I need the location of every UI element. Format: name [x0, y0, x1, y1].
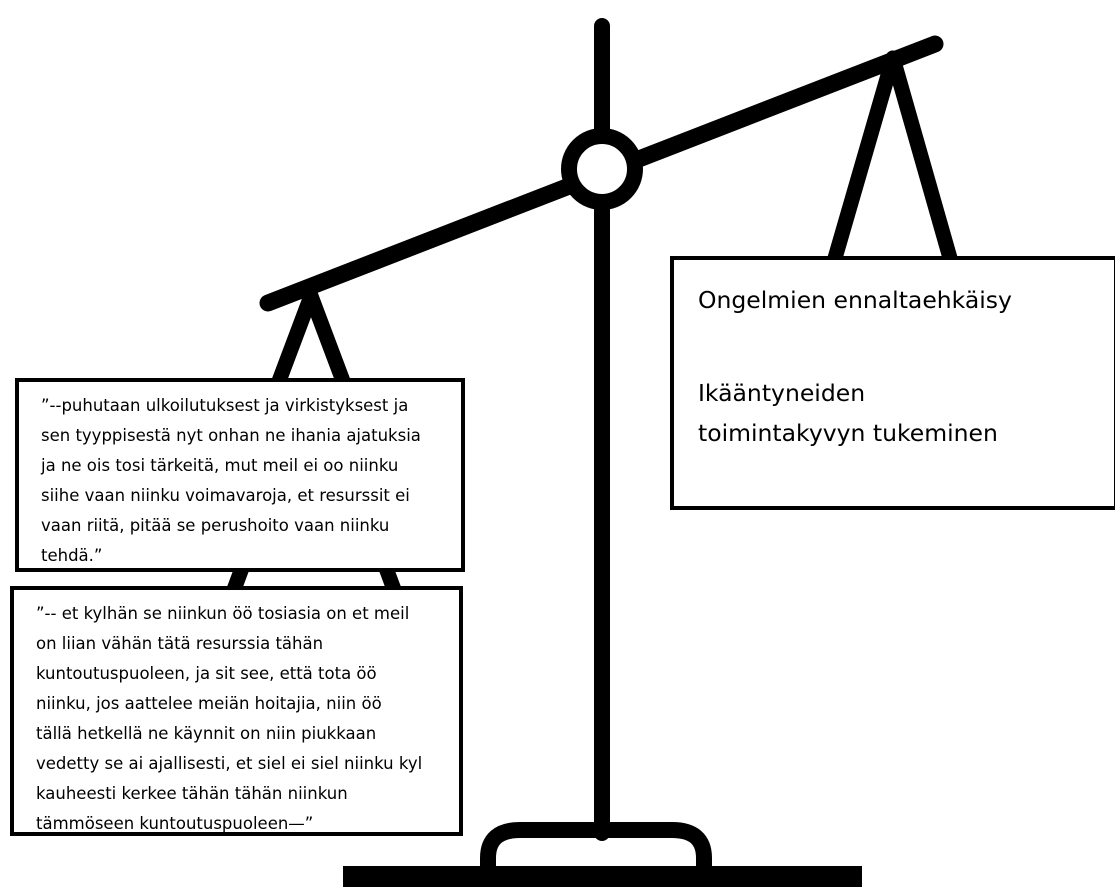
goal-prevention-text: Ongelmien ennaltaehkäisy	[698, 286, 1012, 314]
goal-functional-ability-text: Ikääntyneiden toimintakyvyn tukeminen	[698, 379, 998, 447]
quote-box-staff-resources: ”--puhutaan ulkoilutuksest ja virkistyks…	[15, 378, 465, 572]
right-hanger-inner	[885, 50, 960, 273]
scale-base	[343, 866, 862, 887]
goals-box: Ongelmien ennaltaehkäisy Ikääntyneiden t…	[670, 256, 1115, 510]
quote-box-rehabilitation-resources: ”-- et kylhän se niinkun öö tosiasia on …	[10, 586, 463, 836]
scale-pivot	[561, 128, 643, 210]
right-hanger-outer	[825, 50, 901, 273]
